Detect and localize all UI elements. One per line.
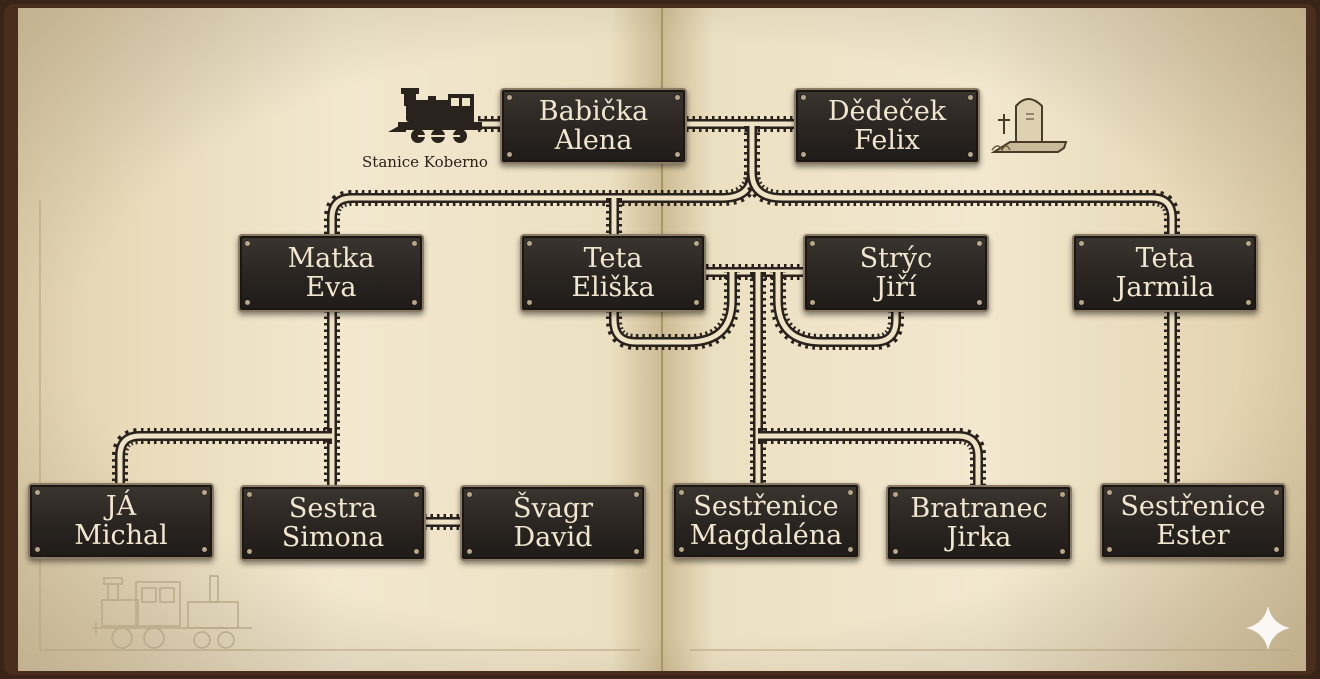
- track-rail: [775, 272, 899, 345]
- plate-name: Jiří: [875, 272, 917, 303]
- plate-brother-in-law-david[interactable]: Švagr David: [460, 485, 646, 561]
- plate-aunt-jarmila[interactable]: Teta Jarmila: [1072, 234, 1258, 312]
- plate-name: Magdaléna: [689, 520, 843, 551]
- plate-cousin-magdalena[interactable]: Sestřenice Magdaléna: [672, 483, 860, 559]
- railway-tracks: [112, 116, 1180, 530]
- plate-role: Babička: [538, 96, 649, 127]
- plate-role: Dědeček: [827, 96, 947, 127]
- track-rail: [758, 433, 981, 486]
- plate-sister-simona[interactable]: Sestra Simona: [240, 485, 426, 561]
- plate-mother[interactable]: Matka Eva: [238, 234, 424, 312]
- track-rail: [329, 171, 755, 236]
- plate-role: Sestřenice: [1120, 491, 1266, 522]
- plate-aunt-eliska[interactable]: Teta Eliška: [520, 234, 706, 312]
- plate-role: Švagr: [512, 493, 594, 524]
- plate-grandfather[interactable]: Dědeček Felix: [794, 88, 980, 164]
- sparkle-icon: [1246, 606, 1290, 650]
- station-label: Stanice Koberno: [362, 153, 488, 171]
- track-rail: [611, 272, 735, 345]
- plate-name: Jarmila: [1115, 272, 1215, 303]
- plate-name: David: [513, 522, 593, 553]
- plate-role: Sestra: [288, 493, 378, 524]
- plate-role: Sestřenice: [693, 491, 839, 522]
- plate-grandmother[interactable]: Babička Alena: [500, 88, 687, 164]
- plate-role: Teta: [583, 243, 643, 274]
- plate-name: Ester: [1156, 520, 1230, 551]
- track-rail: [117, 433, 332, 486]
- plate-role: Teta: [1135, 243, 1195, 274]
- plate-name: Jirka: [946, 522, 1012, 553]
- plate-me-michal[interactable]: JÁ Michal: [28, 483, 214, 559]
- plate-name: Alena: [554, 125, 633, 156]
- plate-cousin-jirka[interactable]: Bratranec Jirka: [886, 485, 1072, 561]
- plate-name: Eliška: [571, 272, 655, 303]
- plate-role: Matka: [287, 243, 375, 274]
- plate-name: Simona: [281, 522, 385, 553]
- plate-cousin-ester[interactable]: Sestřenice Ester: [1100, 483, 1286, 559]
- plate-role: Strýc: [859, 243, 933, 274]
- plate-role: Bratranec: [910, 493, 1048, 524]
- track-rail: [749, 171, 1175, 236]
- plate-role: JÁ: [105, 491, 137, 522]
- gravestone-icon: [990, 98, 1068, 153]
- plate-name: Eva: [305, 272, 357, 303]
- plate-name: Felix: [854, 125, 920, 156]
- locomotive-sketch-icon: [92, 575, 252, 651]
- plate-uncle-jiri[interactable]: Strýc Jiří: [803, 234, 989, 312]
- steam-locomotive-icon: [388, 88, 482, 143]
- plate-name: Michal: [74, 520, 168, 551]
